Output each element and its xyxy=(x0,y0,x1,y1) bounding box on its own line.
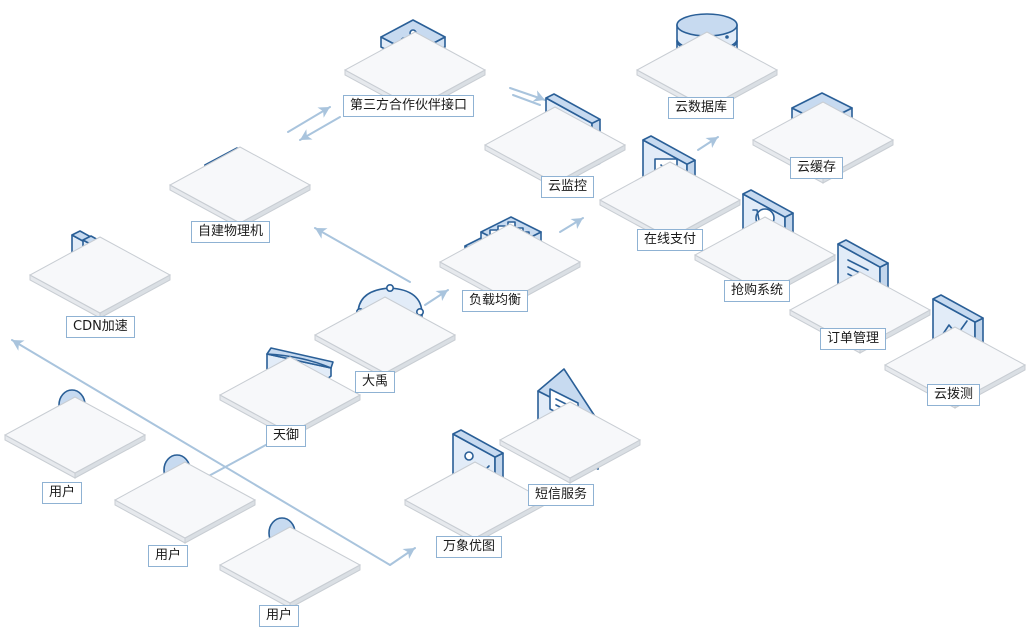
connector-arrow-selfbuilt xyxy=(315,228,328,239)
node-label-online-pay: 在线支付 xyxy=(637,229,704,251)
platform xyxy=(28,236,172,319)
connector-cdn-to-image xyxy=(11,339,391,566)
connector-layer xyxy=(11,87,719,566)
platform xyxy=(218,356,362,439)
node-label-image: 万象优图 xyxy=(436,536,503,558)
node-label-cloud-monitor: 云监控 xyxy=(541,176,595,198)
connector-arrow-third xyxy=(317,107,330,118)
node-label-cloud-cache: 云缓存 xyxy=(790,157,844,179)
connector-arrow-selfbuilt-back xyxy=(300,129,313,140)
connector-arrow-monitor-in xyxy=(532,90,545,102)
node-label-user-1: 用户 xyxy=(42,482,83,504)
node-label-cloud-probe: 云拨测 xyxy=(927,384,981,406)
node-label-user-3: 用户 xyxy=(259,605,300,627)
platform xyxy=(218,526,362,609)
connector-selfbuilt-to-third xyxy=(287,106,331,133)
node-label-load-balance: 负载均衡 xyxy=(462,290,529,312)
platform xyxy=(498,401,642,484)
node-label-tianyu: 天御 xyxy=(266,425,307,447)
node-label-dayu: 大禹 xyxy=(355,371,396,393)
node-label-self-built: 自建物理机 xyxy=(191,221,271,243)
node-label-order-mgmt: 订单管理 xyxy=(820,328,887,350)
connector-arrow-cdn xyxy=(12,340,25,351)
connector-arrow-image xyxy=(402,548,415,560)
connector-arrow-db xyxy=(705,137,718,149)
node-label-cdn: CDN加速 xyxy=(66,316,135,338)
platform xyxy=(3,396,147,479)
platform xyxy=(113,461,257,544)
platform xyxy=(403,461,547,544)
connector-arrow-lb xyxy=(435,290,448,302)
node-label-sms: 短信服务 xyxy=(528,484,595,506)
platform xyxy=(313,296,457,379)
connector-user-to-tianyu xyxy=(204,439,276,479)
node-label-third-party: 第三方合作伙伴接口 xyxy=(343,95,475,117)
node-label-user-2: 用户 xyxy=(148,545,189,567)
connector-arrow-monitor xyxy=(570,218,583,230)
node-label-cloud-db: 云数据库 xyxy=(668,97,735,119)
platform xyxy=(168,146,312,229)
connector-monitor-to-third xyxy=(512,94,541,106)
connector-dayu-to-selfbuilt xyxy=(314,227,411,283)
node-label-flash-sale: 抢购系统 xyxy=(724,280,791,302)
